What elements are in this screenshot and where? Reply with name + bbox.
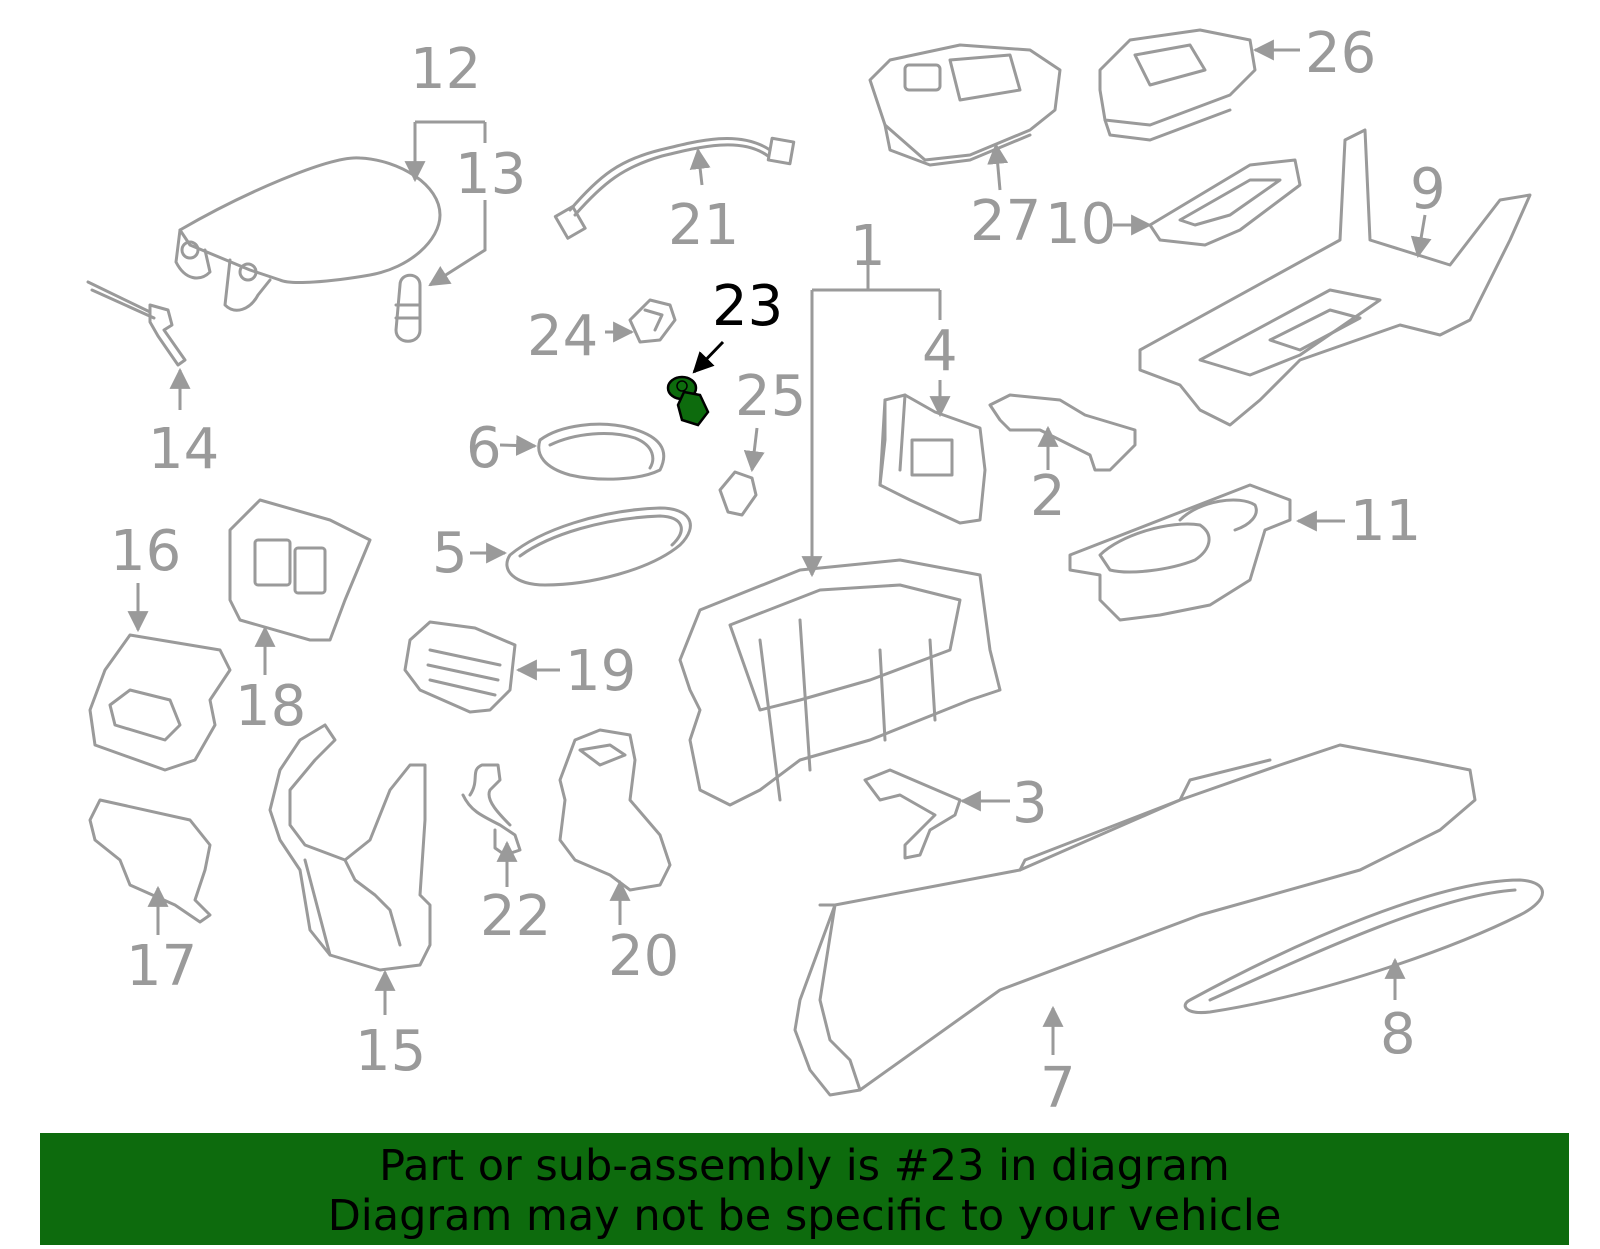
callout-1: 1: [850, 214, 886, 279]
callout-17: 17: [126, 934, 197, 999]
callout-7: 7: [1040, 1056, 1076, 1121]
callout-23: 23: [712, 274, 783, 339]
callout-12: 12: [410, 37, 481, 102]
part-7-side-panel: [793, 743, 1477, 1097]
part-9-console-panel: [1138, 128, 1532, 427]
part-27-switch-panel: [868, 43, 1062, 167]
callout-27: 27: [970, 189, 1041, 254]
callout-20: 20: [608, 924, 679, 989]
part-24-clip: [628, 298, 677, 344]
part-25-clip: [718, 470, 758, 517]
part-13-cushion-plug: [394, 273, 422, 343]
callout-9: 9: [1410, 157, 1446, 222]
callout-25: 25: [735, 364, 806, 429]
callout-5: 5: [432, 521, 468, 586]
callout-6: 6: [466, 416, 502, 481]
callout-8: 8: [1380, 1002, 1416, 1067]
callout-13: 13: [455, 142, 526, 207]
callout-21: 21: [668, 193, 739, 258]
part-10-bezel: [1148, 158, 1302, 247]
part-19-vent: [403, 620, 517, 714]
callout-15: 15: [355, 1019, 426, 1084]
part-2-brace: [988, 393, 1137, 472]
callout-24: 24: [527, 304, 598, 369]
part-20-bracket: [558, 728, 672, 892]
callout-11: 11: [1350, 489, 1421, 554]
part-18-vent-panel: [228, 498, 372, 642]
callout-2: 2: [1030, 464, 1066, 529]
footer-banner: Part or sub-assembly is #23 in diagram D…: [40, 1133, 1569, 1245]
callout-16: 16: [110, 519, 181, 584]
part-21-wire-harness: [553, 136, 796, 240]
part-12-armrest-lid: [174, 156, 442, 312]
callout-19: 19: [565, 639, 636, 704]
part-26-switch: [1098, 28, 1257, 142]
callout-3: 3: [1012, 771, 1048, 836]
part-22-harness: [461, 763, 522, 857]
callout-labels: 12 13 14 21 24 23 25 6 5 1 4 2 27 10 26 …: [110, 21, 1446, 1121]
part-14-hinge-pin: [86, 280, 187, 367]
part-5-tray-liner: [505, 506, 692, 587]
part-3-bracket: [863, 768, 962, 860]
part-4-bracket: [878, 393, 987, 525]
callout-14: 14: [148, 417, 219, 482]
callout-10: 10: [1045, 192, 1116, 257]
callout-22: 22: [480, 884, 551, 949]
callout-26: 26: [1305, 21, 1376, 86]
footer-line-2: Diagram may not be specific to your vehi…: [327, 1191, 1282, 1241]
part-8-trim-strip: [1183, 878, 1544, 1015]
callout-18: 18: [235, 674, 306, 739]
part-17-bracket: [88, 798, 212, 924]
part-16-rear-panel: [88, 633, 232, 772]
footer-line-1: Part or sub-assembly is #23 in diagram: [379, 1141, 1230, 1191]
parts-diagram: 12 13 14 21 24 23 25 6 5 1 4 2 27 10 26 …: [86, 21, 1544, 1121]
leader-lines: [127, 39, 1432, 1055]
part-6-tray-mat: [537, 422, 666, 481]
part-11-cup-holder: [1068, 483, 1292, 622]
part-1-console-box: [678, 558, 1002, 807]
part-15-rear-trim: [268, 723, 432, 972]
callout-4: 4: [922, 319, 958, 384]
part-23-fastener: [666, 375, 710, 427]
